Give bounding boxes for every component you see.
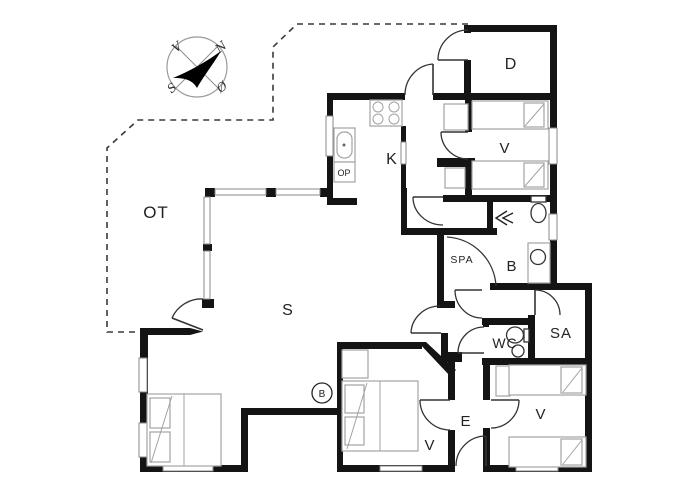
kitchen-faucet (342, 143, 346, 147)
door-bedroom-se (490, 399, 520, 429)
window-living-west-1 (203, 196, 211, 245)
wc-sink (511, 344, 525, 358)
window-alcove-1 (138, 357, 148, 393)
door-spa (446, 236, 497, 287)
bed-se-2 (508, 436, 587, 468)
label-kitchen: K (386, 151, 398, 168)
window-living-north-2 (275, 188, 321, 196)
label-terrace: OT (143, 203, 169, 222)
compass-label-east: Ø (213, 78, 231, 96)
kitchen-closet (443, 103, 469, 131)
label-bathroom: B (506, 258, 517, 275)
label-bedroom-ne: V (499, 140, 510, 157)
bath-sink (529, 248, 547, 266)
bed-ne-2 (471, 160, 549, 190)
compass-circle (166, 36, 228, 98)
toilet-tank (530, 195, 547, 203)
wood-stove-badge: B (311, 382, 333, 404)
window-kitchen-hatch (400, 141, 407, 165)
beds (146, 100, 587, 468)
label-wc: WC (492, 335, 517, 351)
label-dishwasher: OP (337, 168, 350, 178)
bed-se-1 (508, 364, 587, 396)
compass-rose: V N S Ø (164, 36, 231, 98)
window-kitchen-west (325, 115, 334, 157)
window-alcove-south (162, 465, 214, 472)
compass-north-arrow (173, 51, 221, 88)
window-bathroom (548, 213, 558, 241)
wardrobe-se (495, 365, 511, 397)
door-sauna (534, 289, 561, 316)
window-bedroom-sw (379, 465, 423, 472)
door-entrance-front (455, 435, 487, 467)
label-bedroom-se: V (535, 406, 546, 423)
label-sauna: SA (550, 325, 572, 342)
label-bedroom-sw: V (424, 437, 435, 454)
window-bedroom-ne (548, 127, 558, 165)
bed-alcove-double (146, 393, 222, 467)
shower-icon (494, 210, 514, 226)
label-entrance: E (460, 413, 471, 430)
wc-fixtures (505, 326, 530, 358)
label-room-d: D (505, 56, 518, 73)
window-living-west-2 (203, 250, 211, 300)
kitchen-fixtures (333, 99, 469, 189)
door-bedroom-sw (419, 399, 451, 431)
bathroom-fixtures (494, 195, 551, 284)
doors (171, 29, 561, 467)
door-bathroom-hall (454, 289, 483, 319)
bed-ne-1 (471, 100, 549, 130)
door-wc (457, 326, 485, 354)
stove (369, 99, 403, 127)
room-labels: OT K D V SPA B WC SA S V E V OP (143, 56, 572, 454)
toilet-bowl (530, 202, 547, 224)
bed-sw-double (341, 380, 419, 452)
window-alcove-2 (138, 422, 148, 458)
door-bedroom-ne (440, 131, 469, 160)
door-kitchen-terrace (404, 63, 434, 96)
dishwasher-box (333, 161, 356, 183)
door-room-d (437, 29, 469, 61)
wood-stove-letter: B (319, 389, 326, 400)
hall-closet (444, 167, 466, 189)
door-living-terrace (171, 298, 204, 331)
wardrobe-sw (341, 349, 369, 379)
label-living: S (282, 302, 294, 319)
label-spa: SPA (450, 254, 473, 266)
window-living-north-1 (214, 188, 267, 196)
compass-label-north: N (212, 38, 230, 56)
compass-label-south: S (164, 80, 179, 96)
wc-toilet-tank (523, 328, 530, 343)
door-living-hall (410, 305, 441, 334)
windows (138, 115, 559, 472)
terrace-dashed-boundary (106, 23, 468, 333)
door-bathroom-north (412, 196, 444, 226)
